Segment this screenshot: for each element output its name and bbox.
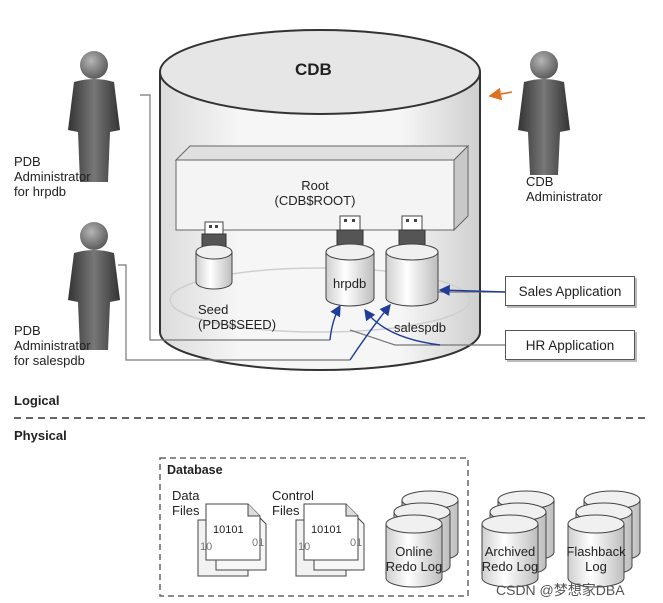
- physical-section-label: Physical: [14, 428, 67, 443]
- hrpdb-cylinder: [325, 215, 375, 307]
- archived-redo-line1: Archived: [484, 544, 536, 559]
- data-files-label: Data Files: [172, 488, 199, 518]
- person-icon-hrpdb-admin: [68, 51, 120, 182]
- flashback-line1: Flashback: [566, 544, 626, 559]
- logical-section-label: Logical: [14, 393, 60, 408]
- blue-arrows: [329, 284, 506, 361]
- control-files-digits-back2: 01: [350, 537, 363, 549]
- pdb-admin-hrpdb-line1: PDB: [14, 154, 41, 169]
- root-container: [174, 144, 470, 232]
- seed-label-line1: Seed: [198, 302, 229, 317]
- pdb-admin-hrpdb-line2: Administrator: [14, 169, 91, 184]
- data-files-digits-back: 10: [200, 541, 213, 553]
- pdb-admin-salespdb-line2: Administrator: [14, 338, 91, 353]
- data-files-digits-back2: 01: [252, 537, 265, 549]
- cdb-admin-label: CDB Administrator: [526, 174, 603, 204]
- watermark: CSDN @梦想家DBA: [496, 582, 625, 598]
- control-files-icon: [295, 503, 365, 577]
- root-label-line1: Root: [301, 178, 329, 193]
- person-icon-salespdb-admin: [68, 222, 120, 350]
- online-redo-log-label: Online Redo Log: [384, 544, 444, 574]
- person-icon-cdb-admin: [518, 51, 570, 175]
- flashback-log-icon: [567, 490, 641, 588]
- archived-redo-log-icon: [481, 490, 555, 588]
- online-redo-log-icon: [385, 490, 459, 588]
- seed-cylinder: [195, 221, 233, 290]
- pdb-admin-salespdb-line3: for salespdb: [14, 353, 85, 368]
- cdb-admin-line2: Administrator: [526, 189, 603, 204]
- pdb-admin-hrpdb-label: PDB Administrator for hrpdb: [14, 154, 91, 199]
- archived-redo-line2: Redo Log: [481, 559, 539, 574]
- cdb-admin-arrow: [488, 87, 513, 101]
- root-label: Root (CDB$ROOT): [250, 178, 380, 208]
- control-files-label: Control Files: [272, 488, 314, 518]
- pdb-admin-hrpdb-line3: for hrpdb: [14, 184, 67, 199]
- cdb-admin-line1: CDB: [526, 174, 554, 189]
- salespdb-label: salespdb: [394, 320, 447, 335]
- sales-application-box: Sales Application: [505, 276, 635, 306]
- flashback-log-label: Flashback Log: [566, 544, 626, 574]
- database-title: Database: [167, 463, 223, 477]
- pdb-admin-salespdb-label: PDB Administrator for salespdb: [14, 323, 91, 368]
- archived-redo-log-label: Archived Redo Log: [480, 544, 540, 574]
- seed-label: Seed (PDB$SEED): [198, 302, 276, 332]
- data-files-icon: [197, 503, 267, 577]
- online-redo-line2: Redo Log: [385, 559, 443, 574]
- pdb-admin-salespdb-line1: PDB: [14, 323, 41, 338]
- database-container: [159, 457, 469, 597]
- hr-application-box: HR Application: [505, 330, 635, 360]
- control-files-line2: Files: [272, 503, 300, 518]
- data-files-line1: Data: [172, 488, 200, 503]
- control-files-line1: Control: [272, 488, 314, 503]
- hrpdb-label: hrpdb: [333, 276, 367, 291]
- control-files-digits: 10101: [311, 524, 342, 536]
- cdb-title: CDB: [295, 60, 332, 79]
- flashback-line2: Log: [585, 559, 607, 574]
- salespdb-cylinder: [385, 215, 439, 307]
- online-redo-line1: Online: [395, 544, 433, 559]
- control-files-digits-back: 10: [298, 541, 311, 553]
- seed-label-line2: (PDB$SEED): [198, 317, 277, 332]
- data-files-digits: 10101: [213, 524, 244, 536]
- root-label-line2: (CDB$ROOT): [274, 193, 356, 208]
- data-files-line2: Files: [172, 503, 200, 518]
